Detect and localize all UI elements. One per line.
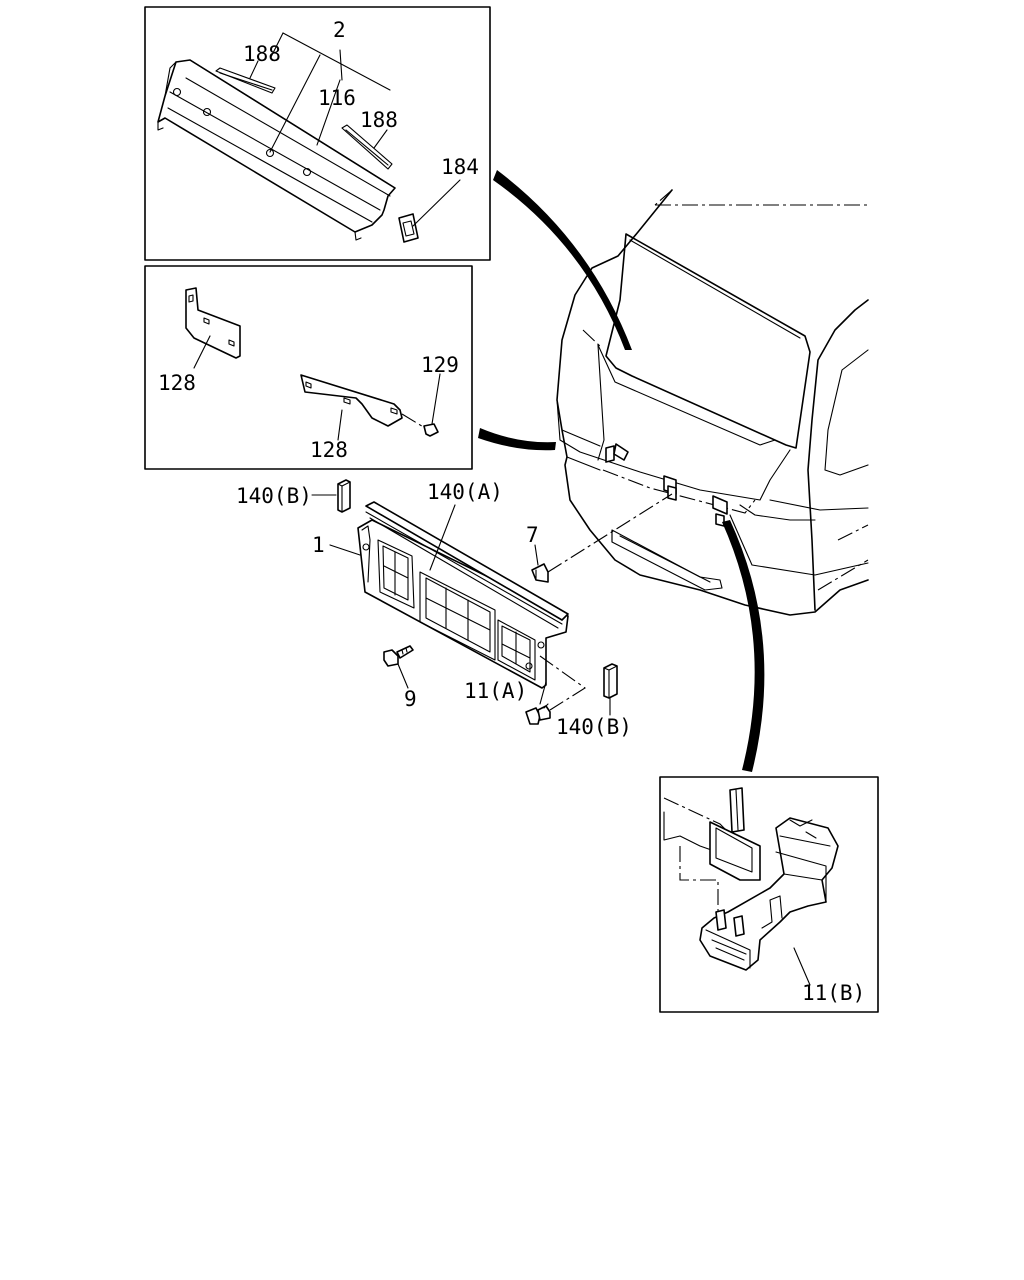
callout-128-lower: 128 [310,438,348,462]
detail-box-brackets [144,265,473,470]
callout-184: 184 [441,155,479,179]
callout-128-upper: 128 [158,371,196,395]
garnish-strip [157,59,396,241]
clip-11a [525,703,551,725]
callout-140b-top: 140(B) [236,484,312,508]
vehicle-rear-view [556,189,869,616]
callout-129: 129 [421,353,459,377]
callout-11a: 11(A) [464,679,527,703]
detail-box-clip-11b [659,776,879,1013]
callout-arc-lower [722,520,765,772]
callout-9: 9 [404,687,417,711]
callout-arc-middle [478,428,556,451]
pad-140b-bottom [603,663,618,699]
rivet-129 [401,413,439,437]
callout-11b: 11(B) [802,981,865,1005]
callout-arc-upper [493,170,632,350]
nut-7 [531,563,549,583]
callout-188-left: 188 [243,42,281,66]
pad-140b-top [337,479,351,513]
seal-strip-188-left [215,67,276,94]
seal-strip-140a [365,501,569,629]
seal-strip-188-right [341,124,393,170]
callout-188-right: 188 [360,108,398,132]
detail-box-garnish [144,6,491,261]
callout-1: 1 [312,533,325,557]
callout-140b-bottom: 140(B) [556,715,632,739]
bracket-128-upper [185,287,241,359]
bolt-9 [383,645,414,667]
clip-184 [398,213,419,243]
bracket-128-lower [300,374,403,427]
callout-140a: 140(A) [427,480,503,504]
callout-7: 7 [526,523,539,547]
callout-116: 116 [318,86,356,110]
callout-2: 2 [333,18,346,42]
